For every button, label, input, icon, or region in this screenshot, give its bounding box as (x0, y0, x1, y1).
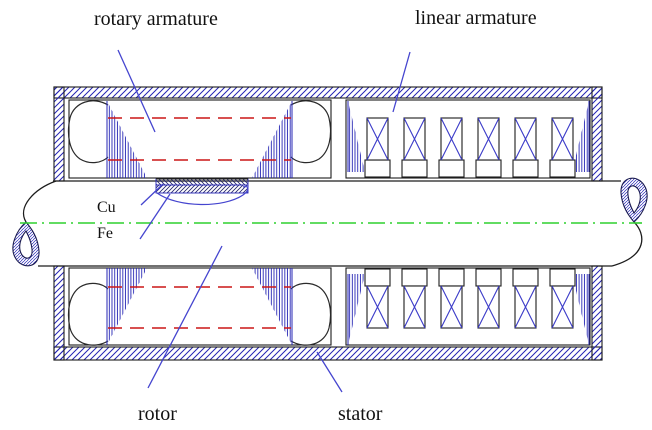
break-loop (12, 221, 40, 267)
end-winding-loop (67, 282, 109, 346)
shaft-break-right (611, 177, 648, 267)
iron-layer-label: Fe (97, 225, 113, 242)
copper-layer-label: Cu (97, 199, 116, 216)
linear-armature-leader (392, 51, 411, 113)
rotor-sleeve (155, 178, 249, 206)
rotary-armature-leader (117, 49, 156, 133)
linear-armature-top (345, 99, 591, 179)
hidden-coil-lines (108, 286, 291, 329)
sleeve-end-curve (156, 185, 249, 206)
cu-leader (140, 183, 164, 206)
rotor-label: rotor (138, 403, 177, 425)
linear-armature-bottom (345, 267, 591, 346)
machine-frame (53, 86, 603, 361)
stator-leader (316, 351, 343, 393)
hidden-coil-lines (108, 117, 291, 161)
stator-label: stator (338, 403, 383, 425)
end-winding-loop (290, 100, 332, 164)
shaft-break-left (12, 180, 57, 267)
rotary-armature-label: rotary armature (94, 8, 218, 30)
linear-armature-label: linear armature (415, 7, 537, 29)
fe-leader (139, 193, 171, 240)
rotary-armature-bottom (67, 267, 332, 346)
rotor-leader (147, 245, 223, 389)
leader-lines (117, 49, 411, 393)
end-winding-loop (290, 282, 332, 346)
end-winding-loop (67, 100, 109, 164)
break-loop (620, 177, 648, 223)
rotary-armature-top (67, 99, 332, 179)
